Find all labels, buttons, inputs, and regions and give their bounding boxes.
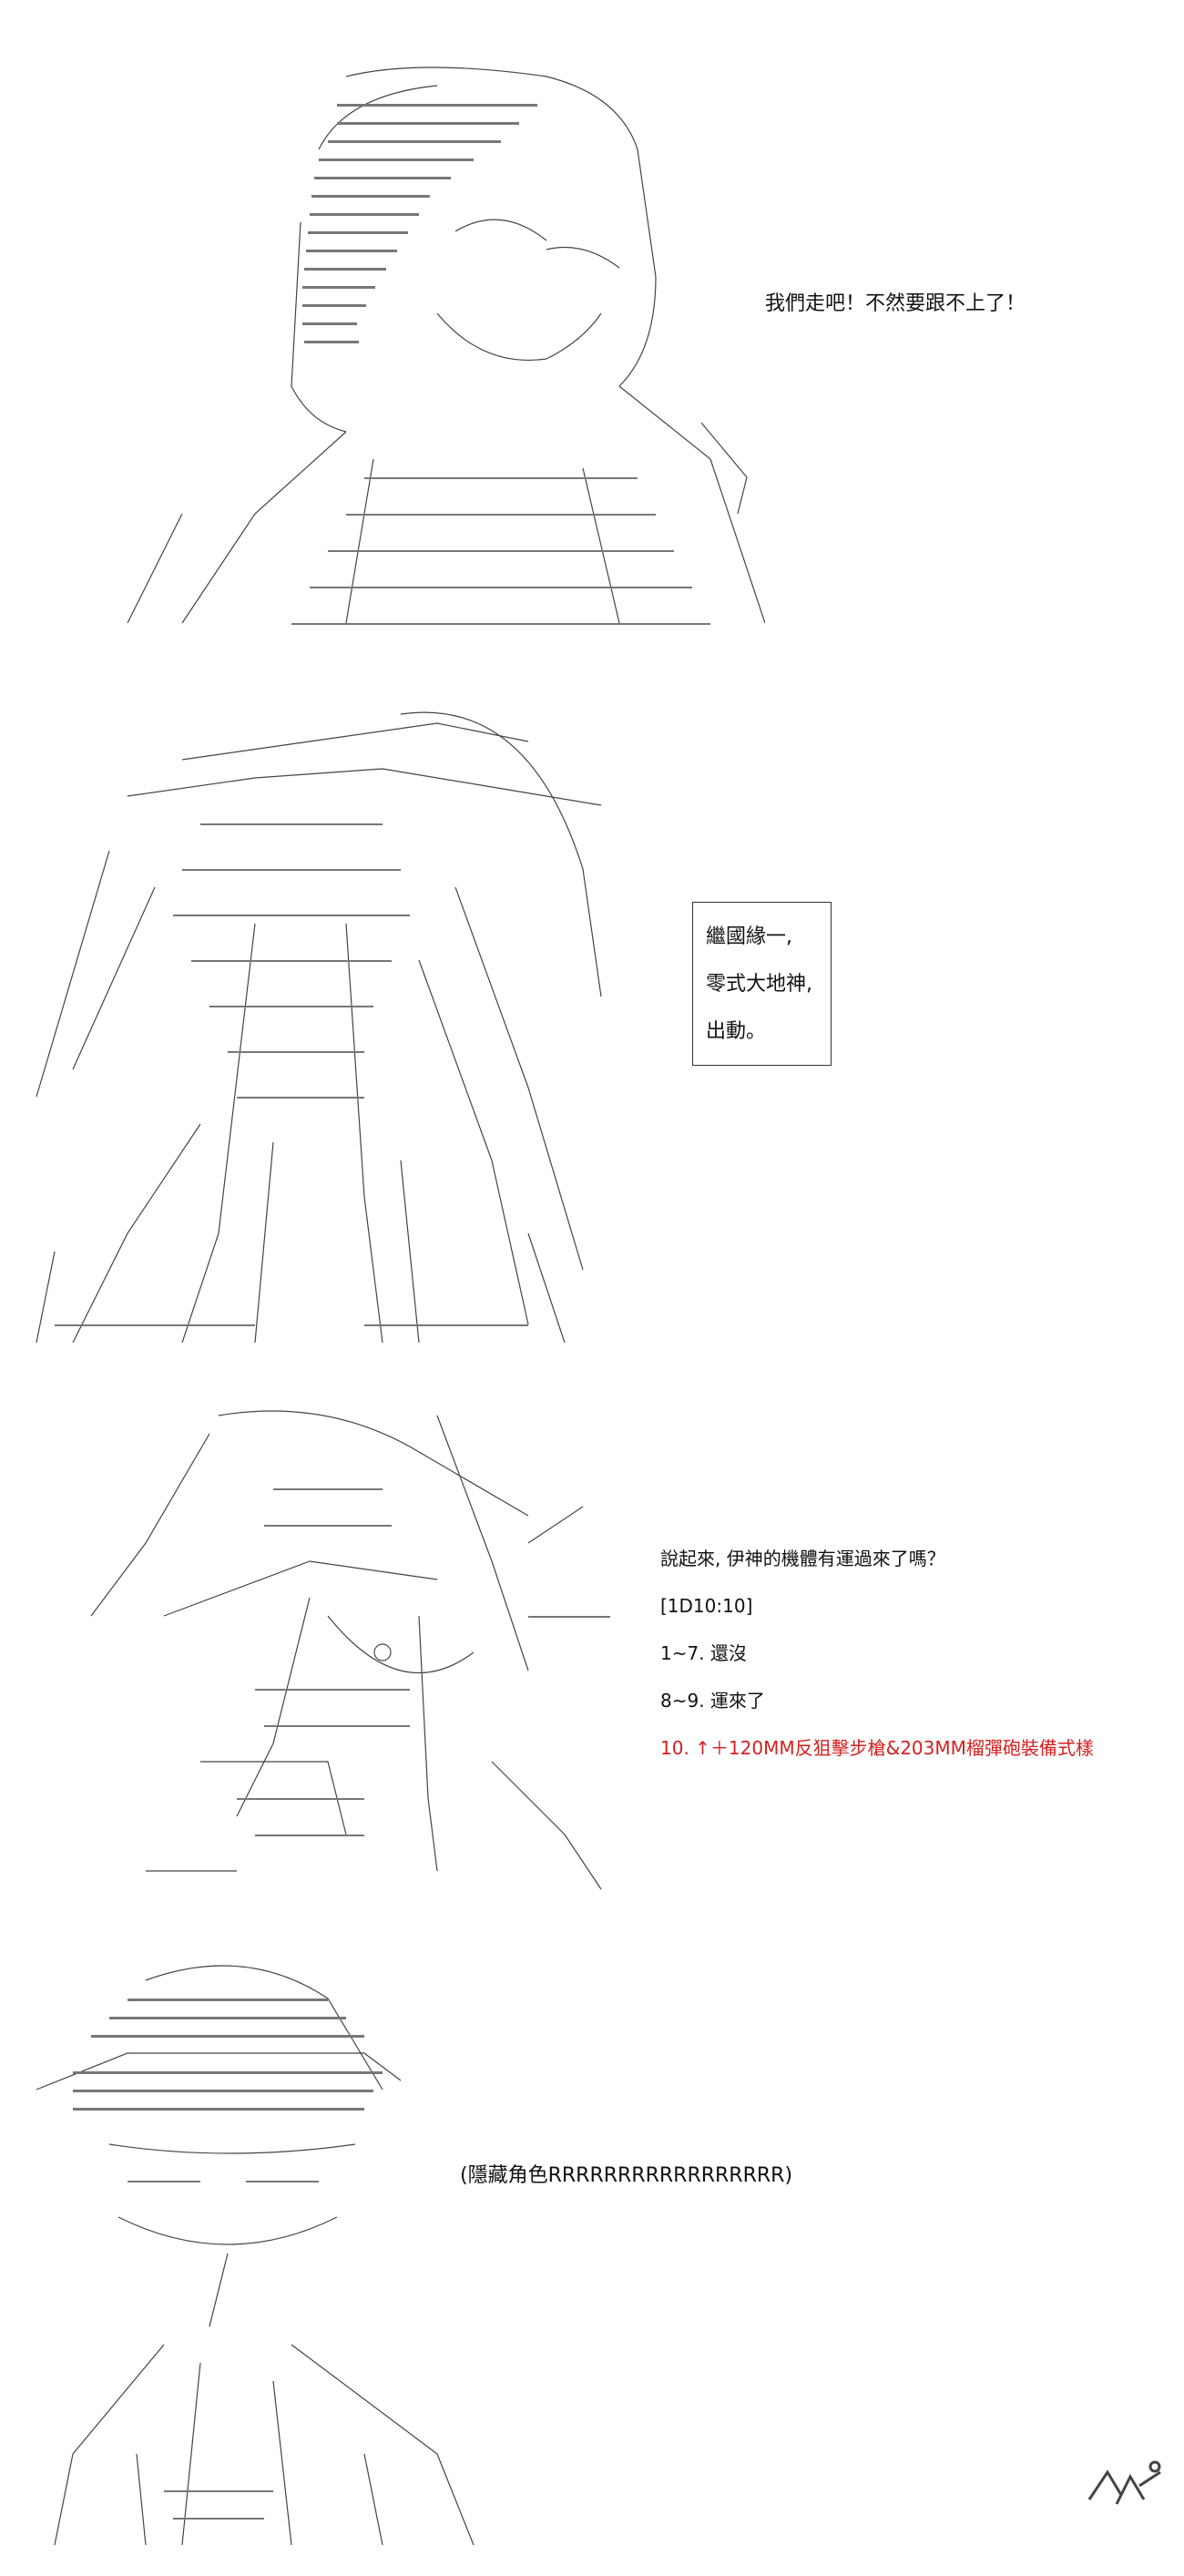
narration-line-1: 繼國緣一, (706, 925, 792, 948)
narration-line-2: 零式大地神, (706, 973, 812, 996)
dice-question: 說起來, 伊神的機體有運過來了嗎？ (660, 1548, 945, 1569)
dice-roll-result: [1D10:10] (660, 1595, 753, 1617)
panel-2: 繼國緣一, 零式大地神, 出動。 (0, 638, 1184, 1343)
hidden-character-text: (隱藏角色RRRRRRRRRRRRRRRRR) (460, 2164, 793, 2187)
hidden-character-ascii-art (18, 1913, 492, 2545)
dice-option-3: 10. ↑＋120MM反狙擊步槍&203MM榴彈砲裝備式樣 (660, 1737, 1094, 1759)
panel-4: (隱藏角色RRRRRRRRRRRRRRRRR) (0, 1895, 1184, 2545)
dice-option-2: 8~9. 運來了 (660, 1690, 765, 1712)
character-ascii-art (73, 9, 765, 625)
mecha-ascii-art (18, 656, 638, 1343)
site-logo-icon (1080, 2454, 1168, 2518)
narration-line-3: 出動。 (706, 1020, 767, 1043)
dialogue-text: 我們走吧！不然要跟不上了！ (765, 292, 1026, 315)
panel-1: 我們走吧！不然要跟不上了！ (0, 0, 1184, 638)
narration-box: 繼國緣一, 零式大地神, 出動。 (692, 902, 832, 1066)
pilot-ascii-art (55, 1348, 638, 1890)
dice-roll-text: 說起來, 伊神的機體有運過來了嗎？ [1D10:10] 1~7. 還沒 8~9.… (660, 1535, 1094, 1772)
dice-option-1: 1~7. 還沒 (660, 1642, 747, 1664)
panel-3: 說起來, 伊神的機體有運過來了嗎？ [1D10:10] 1~7. 還沒 8~9.… (0, 1330, 1184, 1895)
